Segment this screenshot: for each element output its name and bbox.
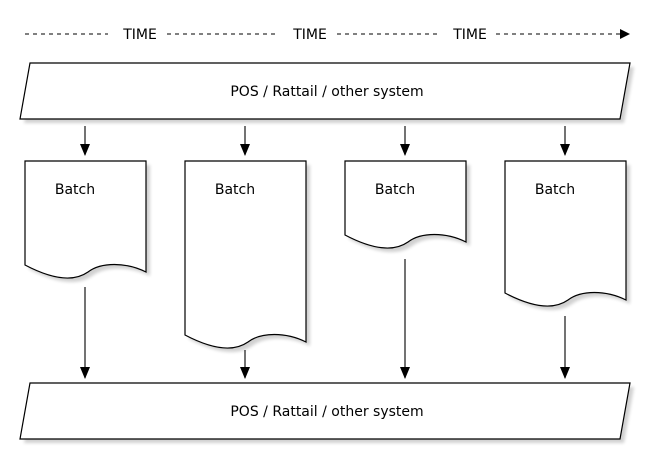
batch-document: Batch xyxy=(184,160,310,352)
batch-label: Batch xyxy=(375,182,415,198)
time-label: TIME xyxy=(122,27,157,43)
batch-label: Batch xyxy=(55,182,95,198)
batch-document: Batch xyxy=(344,160,470,252)
source-system-label: POS / Rattail / other system xyxy=(230,84,423,100)
target-system-label: POS / Rattail / other system xyxy=(230,404,423,420)
time-label: TIME xyxy=(452,27,487,43)
batch-document: Batch xyxy=(24,160,150,282)
source-system-box: POS / Rattail / other system xyxy=(19,62,634,123)
batch-label: Batch xyxy=(215,182,255,198)
target-system-box: POS / Rattail / other system xyxy=(19,382,634,443)
batch-document: Batch xyxy=(504,160,630,310)
batch-label: Batch xyxy=(535,182,575,198)
timeline: TIME TIME TIME xyxy=(25,27,630,43)
time-label: TIME xyxy=(292,27,327,43)
